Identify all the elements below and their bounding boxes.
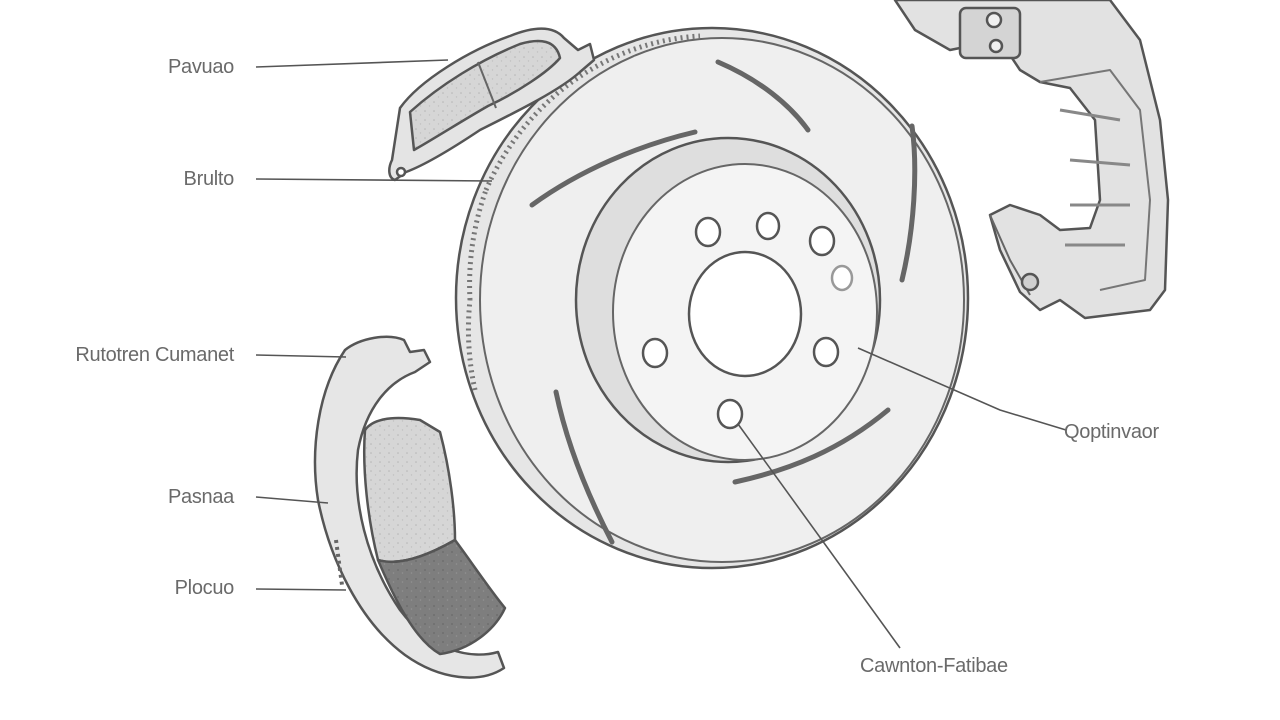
center-bore <box>687 250 803 378</box>
label-left-component: Rutotren Cumanet <box>75 344 234 366</box>
leader-lines <box>255 59 1067 649</box>
label-bottom-callout: Cawnton-Fatibae <box>860 655 1008 677</box>
rotor-slots <box>529 59 918 545</box>
leader-bottom-callout <box>737 423 901 649</box>
label-lower-pad-base: Plocuo <box>174 577 235 599</box>
leader-lower-pad-base <box>255 588 347 591</box>
label-top-pad-plate: Brulto <box>183 168 235 190</box>
leader-left-component <box>255 354 347 358</box>
lug-holes <box>641 211 854 430</box>
leader-lower-pad <box>255 496 329 504</box>
leader-top-pad-plate <box>255 178 493 182</box>
leader-top-pad <box>255 59 449 68</box>
label-right-callout: Qoptinvaor <box>1064 421 1159 443</box>
label-top-pad: Pavuao <box>167 56 234 78</box>
brake-caliper <box>893 0 1170 320</box>
rotor-vents <box>483 33 701 191</box>
lower-brake-pad <box>313 335 507 679</box>
label-lower-pad: Pasnaa <box>167 486 234 508</box>
brake-rotor <box>454 26 970 570</box>
leader-right-callout <box>857 347 1067 431</box>
